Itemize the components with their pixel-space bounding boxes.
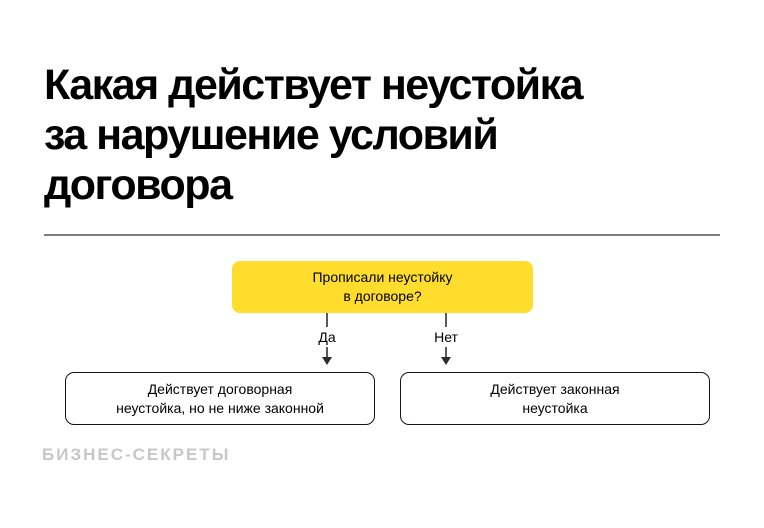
arrow-line-yes-bottom [326, 347, 328, 358]
arrow-down-icon [322, 357, 332, 365]
arrow-line-yes-top [326, 313, 328, 327]
arrow-line-no-bottom [445, 347, 447, 358]
flowchart-question-box: Прописали неустойку в договоре? [232, 261, 533, 313]
brand-watermark: БИЗНЕС-СЕКРЕТЫ [42, 445, 231, 464]
flowchart-result-box-legal: Действует законная неустойка [400, 372, 710, 425]
page-title: Какая действует неустойка за нарушение у… [44, 61, 584, 209]
title-divider-line [44, 234, 720, 236]
branch-label-yes: Да [318, 329, 336, 345]
branch-label-no: Нет [434, 329, 458, 345]
arrow-down-icon [441, 357, 451, 365]
flowchart-result-box-contractual: Действует договорная неустойка, но не ни… [65, 372, 375, 425]
arrow-line-no-top [445, 313, 447, 327]
